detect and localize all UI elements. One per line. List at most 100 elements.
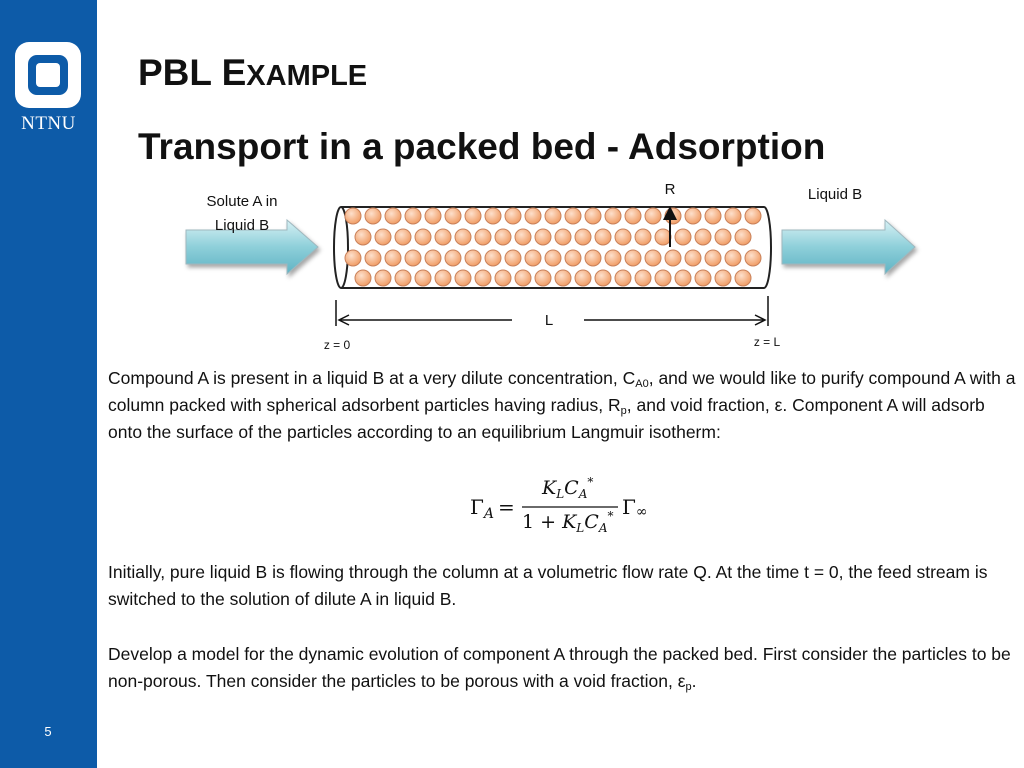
adsorbent-particles xyxy=(344,207,762,287)
particle xyxy=(424,207,442,225)
particle xyxy=(534,228,552,246)
particle xyxy=(584,207,602,225)
ntnu-logo-icon xyxy=(15,42,81,108)
particle xyxy=(614,228,632,246)
particle xyxy=(634,269,652,287)
outlet-label: Liquid B xyxy=(808,186,862,203)
particle xyxy=(504,207,522,225)
radius-arrow-icon xyxy=(663,206,677,247)
outlet-arrow-icon xyxy=(781,218,916,276)
particle xyxy=(554,228,572,246)
task-paragraph: Develop a model for the dynamic evolutio… xyxy=(108,644,1011,693)
particle xyxy=(674,228,692,246)
particle xyxy=(354,269,372,287)
slide-title: PBL EXAMPLE xyxy=(138,52,367,94)
particle xyxy=(574,228,592,246)
particle xyxy=(714,269,732,287)
particle xyxy=(494,269,512,287)
particle xyxy=(604,207,622,225)
particle xyxy=(434,269,452,287)
inlet-label-line1: Solute A in xyxy=(207,193,278,210)
particle xyxy=(494,228,512,246)
brand-name: NTNU xyxy=(21,113,76,134)
svg-text:=: = xyxy=(498,495,515,519)
particle xyxy=(704,207,722,225)
z-start-label: z = 0 xyxy=(324,338,351,352)
particle xyxy=(454,269,472,287)
particle xyxy=(424,249,442,267)
particle xyxy=(724,249,742,267)
svg-text:Γ∞: Γ∞ xyxy=(622,495,648,520)
particle xyxy=(414,269,432,287)
particle xyxy=(464,207,482,225)
particle xyxy=(594,228,612,246)
particle xyxy=(344,207,362,225)
particle xyxy=(734,269,752,287)
slide-subtitle: Transport in a packed bed - Adsorption xyxy=(138,126,826,167)
particle xyxy=(604,249,622,267)
z-end-label: z = L xyxy=(754,335,781,349)
particle xyxy=(384,249,402,267)
particle xyxy=(434,228,452,246)
particle xyxy=(404,207,422,225)
title-main: PBL E xyxy=(138,52,247,93)
particle xyxy=(354,228,372,246)
inlet-label-line2: Liquid B xyxy=(215,217,269,234)
particle xyxy=(744,207,762,225)
particle xyxy=(364,207,382,225)
particle xyxy=(404,249,422,267)
radius-label: R xyxy=(665,181,676,198)
particle xyxy=(474,228,492,246)
particle xyxy=(504,249,522,267)
particle xyxy=(524,249,542,267)
particle xyxy=(594,269,612,287)
length-label: L xyxy=(545,312,553,329)
particle xyxy=(484,207,502,225)
particle xyxy=(364,249,382,267)
particle xyxy=(394,269,412,287)
particle xyxy=(384,207,402,225)
particle xyxy=(444,249,462,267)
particle xyxy=(614,269,632,287)
particle xyxy=(654,269,672,287)
length-dimension-icon xyxy=(335,296,769,326)
particle xyxy=(684,207,702,225)
particle xyxy=(734,228,752,246)
particle xyxy=(514,228,532,246)
particle xyxy=(744,249,762,267)
particle xyxy=(414,228,432,246)
particle xyxy=(374,228,392,246)
particle xyxy=(704,249,722,267)
particle xyxy=(624,207,642,225)
particle xyxy=(634,228,652,246)
particle xyxy=(694,269,712,287)
particle xyxy=(724,207,742,225)
particle xyxy=(464,249,482,267)
packed-bed-diagram: Solute A in Liquid B Liquid B R L z = 0 … xyxy=(185,181,916,352)
particle xyxy=(674,269,692,287)
particle xyxy=(554,269,572,287)
sidebar: NTNU 5 xyxy=(0,0,97,768)
particle xyxy=(444,207,462,225)
particle xyxy=(564,207,582,225)
particle xyxy=(544,249,562,267)
problem-statement-paragraph: Compound A is present in a liquid B at a… xyxy=(108,368,1016,442)
langmuir-isotherm-equation: ΓA = KLCA* 1 + KLCA* Γ∞ xyxy=(470,474,670,543)
particle xyxy=(564,249,582,267)
svg-text:KLCA*: KLCA* xyxy=(541,475,593,501)
particle xyxy=(654,228,672,246)
svg-text:1 + KLCA*: 1 + KLCA* xyxy=(522,509,613,535)
initial-condition-paragraph: Initially, pure liquid B is flowing thro… xyxy=(108,562,988,609)
particle xyxy=(644,207,662,225)
particle xyxy=(664,249,682,267)
particle xyxy=(574,269,592,287)
particle xyxy=(514,269,532,287)
inlet-arrow-icon xyxy=(185,218,319,276)
particle xyxy=(544,207,562,225)
title-small-caps: XAMPLE xyxy=(246,60,368,92)
packed-column xyxy=(333,206,772,289)
particle xyxy=(484,249,502,267)
particle xyxy=(474,269,492,287)
particle xyxy=(534,269,552,287)
particle xyxy=(524,207,542,225)
